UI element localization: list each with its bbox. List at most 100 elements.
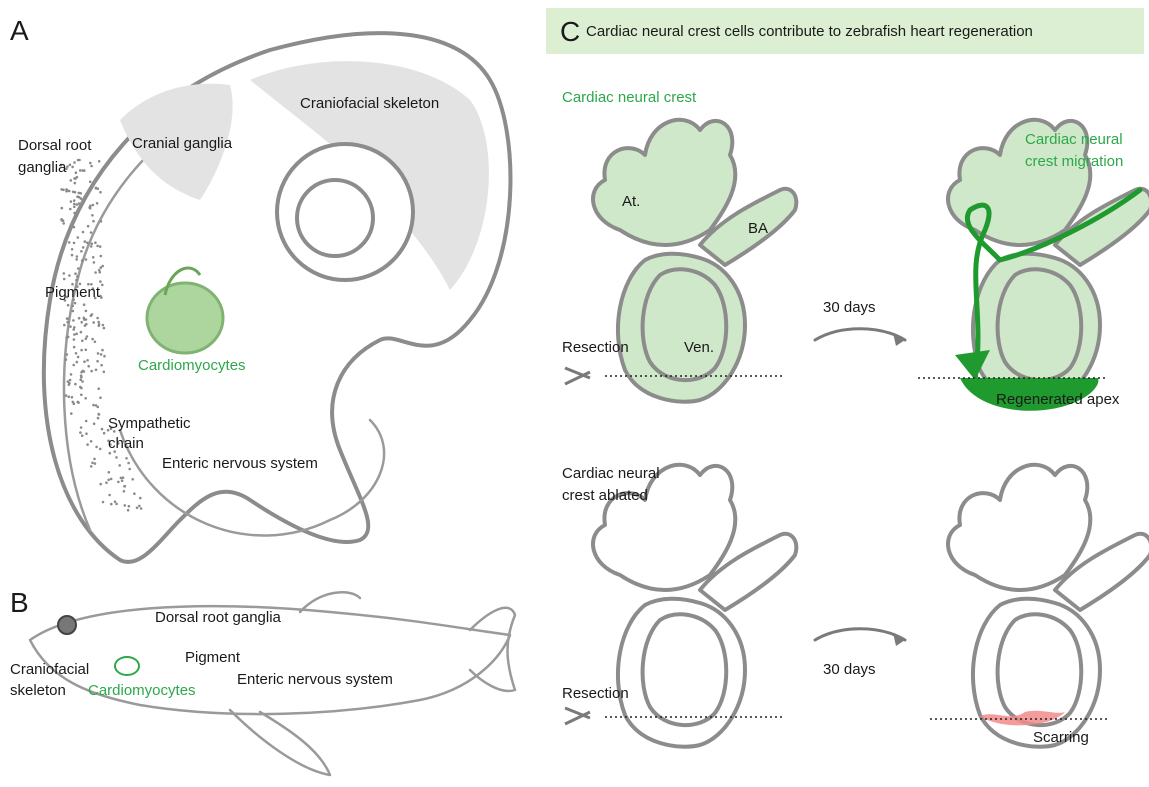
label-sympathetic-1: Sympathetic — [108, 415, 191, 432]
heart-bottom-left — [593, 465, 796, 747]
drg-dot — [103, 371, 106, 374]
drg-dot — [94, 241, 97, 244]
drg-dot — [81, 259, 84, 262]
drg-dot — [81, 434, 84, 437]
drg-dot — [97, 417, 100, 420]
drg-dot — [63, 278, 66, 281]
drg-dot — [99, 483, 102, 486]
drg-dot — [86, 443, 89, 446]
panel-a: A Craniofacial skeleton Dorsal root gang… — [10, 15, 510, 562]
fish-eye — [58, 616, 76, 634]
heart-top-left — [593, 120, 796, 402]
drg-dot — [103, 327, 106, 330]
drg-dot — [90, 370, 93, 373]
arrow-bottom — [815, 629, 905, 640]
label-sympathetic-2: chain — [108, 435, 144, 452]
fish-label-craniofacial-1: Craniofacial — [10, 661, 89, 678]
arrow-top-head — [893, 333, 905, 346]
label-regenerated-apex: Regenerated apex — [996, 391, 1120, 408]
drg-dot — [100, 353, 103, 356]
fish-label-enteric: Enteric nervous system — [237, 671, 393, 688]
arrow-top — [815, 329, 905, 340]
drg-dot — [127, 462, 130, 465]
drg-dot — [70, 179, 73, 182]
drg-dot — [128, 505, 131, 508]
fish-label-drg: Dorsal root ganglia — [155, 609, 282, 626]
drg-dot — [125, 457, 128, 460]
drg-dot — [70, 412, 73, 415]
panel-a-letter: A — [10, 15, 29, 46]
drg-dot — [68, 241, 71, 244]
drg-dot — [85, 310, 88, 313]
drg-dot — [74, 383, 77, 386]
drg-dot — [88, 206, 91, 209]
drg-dot — [60, 219, 63, 222]
drg-dot — [108, 471, 111, 474]
drg-dot — [94, 462, 97, 465]
drg-dot — [67, 304, 70, 307]
drg-dot — [73, 346, 76, 349]
drg-dot — [79, 378, 82, 381]
drg-dot — [81, 380, 84, 383]
label-scarring: Scarring — [1033, 729, 1089, 746]
drg-dot — [133, 492, 136, 495]
drg-dot — [77, 236, 80, 239]
drg-dot — [69, 325, 72, 328]
drg-dot — [74, 272, 77, 275]
drg-dot — [107, 479, 110, 482]
panel-c-title: Cardiac neural crest cells contribute to… — [586, 23, 1033, 40]
drg-dot — [74, 302, 77, 305]
drg-dot — [63, 324, 66, 327]
fish-tail — [470, 608, 515, 691]
drg-dot — [69, 164, 72, 167]
drg-dot — [91, 313, 94, 316]
drg-dot — [66, 165, 69, 168]
drg-dot — [92, 204, 95, 207]
drg-dot — [95, 369, 98, 372]
panel-b-letter: B — [10, 587, 29, 618]
label-resection-top: Resection — [562, 339, 629, 356]
drg-dot — [83, 303, 86, 306]
drg-dot — [90, 465, 93, 468]
drg-dot — [61, 207, 64, 210]
drg-dot — [80, 374, 83, 377]
label-cranial-ganglia: Cranial ganglia — [132, 135, 233, 152]
drg-dot — [76, 361, 79, 364]
drg-dot — [140, 507, 143, 510]
fish-label-cardiomyocytes: Cardiomyocytes — [88, 682, 196, 699]
drg-dot — [115, 503, 118, 506]
drg-dot — [80, 349, 83, 352]
label-enteric: Enteric nervous system — [162, 455, 318, 472]
drg-dot — [110, 478, 113, 481]
drg-dot — [97, 352, 100, 355]
drg-dot — [73, 333, 76, 336]
drg-dot — [97, 387, 100, 390]
drg-dot — [86, 359, 89, 362]
drg-dot — [77, 267, 80, 270]
label-craniofacial-skeleton: Craniofacial skeleton — [300, 95, 439, 112]
label-ablated-1: Cardiac neural — [562, 465, 660, 482]
drg-dot — [124, 485, 127, 488]
tail-curve — [120, 420, 384, 536]
drg-dot — [117, 481, 120, 484]
drg-dot — [76, 275, 79, 278]
drg-dot — [93, 261, 96, 264]
drg-dot — [74, 191, 77, 194]
drg-dot — [80, 250, 83, 253]
drg-dot — [75, 352, 78, 355]
drg-dot — [85, 432, 88, 435]
drg-dot — [96, 360, 99, 363]
label-dorsal-root-2: ganglia — [18, 159, 67, 176]
fish-heart — [115, 657, 139, 675]
drg-dot — [75, 171, 78, 174]
drg-dot — [98, 269, 101, 272]
drg-dot — [99, 245, 102, 248]
label-migration-1: Cardiac neural — [1025, 131, 1123, 148]
drg-dot — [71, 305, 74, 308]
drg-dot — [94, 271, 97, 274]
drg-dot — [98, 160, 101, 163]
drg-dot — [103, 432, 106, 435]
label-resection-bottom: Resection — [562, 685, 629, 702]
drg-dot — [79, 431, 82, 434]
